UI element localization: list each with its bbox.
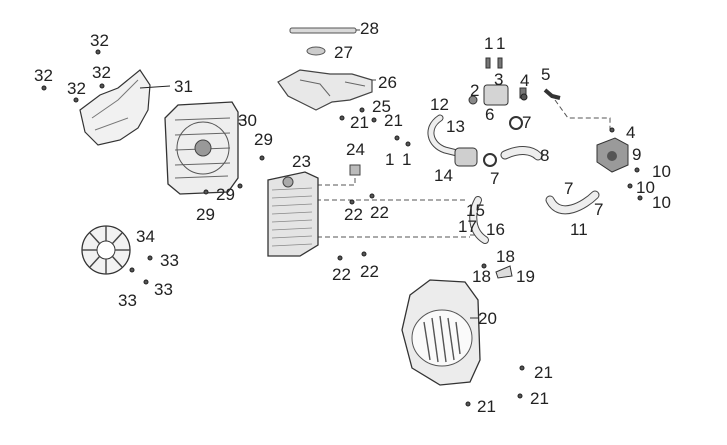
- fan-shroud-part: [79, 69, 171, 146]
- pump-cover-part: [596, 137, 629, 173]
- callout-7-d: 7: [594, 200, 604, 219]
- callout-29-c: 29: [196, 205, 215, 224]
- callout-6: 6: [485, 105, 495, 124]
- callout-14: 14: [434, 166, 453, 185]
- callout-10-a: 10: [652, 162, 671, 181]
- callout-13: 13: [446, 117, 465, 136]
- radiator-core-part: [267, 171, 319, 257]
- callout-22-a: 22: [344, 205, 363, 224]
- callout-32-a: 32: [90, 31, 109, 50]
- callout-7-a: 7: [522, 113, 532, 132]
- callout-4-a: 4: [520, 71, 530, 90]
- callout-4-b: 4: [626, 123, 636, 142]
- clip-part: [495, 265, 513, 279]
- callout-29-a: 29: [254, 130, 273, 149]
- callout-2: 2: [470, 81, 480, 100]
- callout-26: 26: [378, 73, 397, 92]
- callout-19: 19: [516, 267, 535, 286]
- callout-31: 31: [174, 77, 193, 96]
- callout-33-b: 33: [118, 291, 137, 310]
- callout-20: 20: [478, 309, 497, 328]
- callout-1-d: 1: [496, 34, 506, 53]
- callout-22-b: 22: [370, 203, 389, 222]
- callout-9: 9: [632, 145, 642, 164]
- callout-25: 25: [372, 97, 391, 116]
- washer-part: [306, 46, 326, 56]
- callout-3: 3: [494, 70, 504, 89]
- callout-16: 16: [486, 220, 505, 239]
- callout-7-b: 7: [490, 169, 500, 188]
- callout-15: 15: [466, 201, 485, 220]
- callout-10-c: 10: [652, 193, 671, 212]
- callout-1-a: 1: [385, 150, 395, 169]
- small-fasteners: [41, 49, 643, 407]
- callout-18-b: 18: [472, 267, 491, 286]
- sensor-part: [349, 164, 361, 176]
- callout-21-a: 21: [350, 113, 369, 132]
- radiator-frame-part: [164, 101, 246, 195]
- fan-cover-part: [401, 279, 481, 386]
- callout-22-d: 22: [360, 262, 379, 281]
- callout-11: 11: [570, 220, 588, 239]
- callout-1-c: 1: [484, 34, 494, 53]
- callout-28: 28: [360, 19, 379, 38]
- bolts-part-1: [485, 57, 503, 69]
- callout-33-c: 33: [154, 280, 173, 299]
- callout-33-a: 33: [160, 251, 179, 270]
- callout-1-b: 1: [402, 150, 412, 169]
- callout-32-c: 32: [92, 63, 111, 82]
- callout-18-a: 18: [496, 247, 515, 266]
- callout-21-c: 21: [534, 363, 553, 382]
- callout-21-b: 21: [384, 111, 403, 130]
- callout-24: 24: [346, 140, 365, 159]
- callout-27: 27: [334, 43, 353, 62]
- callout-23: 23: [292, 152, 311, 171]
- callout-21-d: 21: [530, 389, 549, 408]
- callout-8: 8: [540, 146, 550, 165]
- water-pump-part: [454, 147, 497, 167]
- bracket-part: [277, 69, 376, 111]
- callout-21-e: 21: [477, 397, 496, 416]
- callout-7-c: 7: [564, 179, 574, 198]
- callout-29-b: 29: [216, 185, 235, 204]
- thermostat-housing-part: [468, 84, 527, 130]
- callout-12: 12: [430, 95, 449, 114]
- cooling-fan-part: [81, 225, 131, 275]
- callout-32-d: 32: [67, 79, 86, 98]
- callout-22-c: 22: [332, 265, 351, 284]
- hose-part-5: [543, 88, 561, 100]
- callout-17: 17: [458, 217, 477, 236]
- rod-part: [289, 27, 360, 34]
- callout-5: 5: [541, 65, 551, 84]
- callout-34: 34: [136, 227, 155, 246]
- callout-10-b: 10: [636, 178, 655, 197]
- callout-30: 30: [238, 111, 257, 130]
- callout-32-b: 32: [34, 66, 53, 85]
